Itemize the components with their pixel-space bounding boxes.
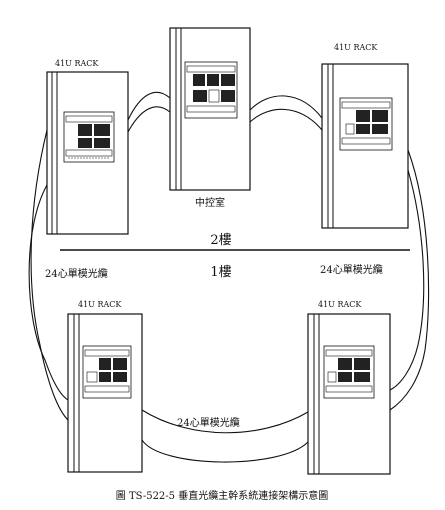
cable-label-bottom: 24心單模光纜 bbox=[177, 416, 240, 429]
cable-right-vertical-2 bbox=[389, 169, 425, 391]
cable-label-right: 24心單模光纜 bbox=[320, 263, 383, 276]
cable-left-vertical bbox=[30, 129, 69, 421]
rack-label: 41U RACK bbox=[78, 300, 122, 309]
rack-label: 41U RACK bbox=[55, 59, 99, 68]
cable-top-left-center bbox=[127, 91, 171, 121]
figure-caption: 圖 TS-522-5 垂直光纜主幹系統連接架構示意圖 bbox=[116, 489, 328, 502]
cable-label-left: 24心單模光纜 bbox=[45, 267, 108, 280]
rack-top-left: 41U RACK bbox=[46, 59, 129, 235]
floor-label-upper: 2樓 bbox=[210, 233, 231, 248]
cable-right-vertical bbox=[389, 149, 430, 411]
rack-top-center: 中控室 bbox=[169, 27, 251, 209]
cable-left-vertical-2 bbox=[28, 184, 69, 401]
rack-equipment bbox=[184, 61, 238, 119]
rack-top-right: 41U RACK bbox=[321, 43, 409, 229]
cable-bottom-2 bbox=[141, 439, 309, 463]
rack-label: 41U RACK bbox=[334, 43, 378, 52]
floor-label-lower: 1樓 bbox=[210, 265, 231, 280]
cable-top-center-right bbox=[249, 95, 323, 119]
rack-bottom-left: 41U RACK bbox=[67, 300, 143, 473]
rack-equipment bbox=[339, 97, 393, 151]
cable-bottom bbox=[141, 409, 309, 434]
rack-equipment bbox=[323, 345, 375, 399]
rack-bottom-right: 41U RACK bbox=[307, 300, 391, 475]
control-room-label: 中控室 bbox=[195, 196, 225, 209]
rack-equipment bbox=[63, 111, 115, 163]
fiber-cables bbox=[28, 91, 430, 463]
rack-equipment bbox=[82, 345, 132, 399]
rack-label: 41U RACK bbox=[318, 300, 362, 309]
cable-top-center-right-2 bbox=[249, 108, 323, 131]
cable-top-left-center-2 bbox=[127, 106, 171, 133]
